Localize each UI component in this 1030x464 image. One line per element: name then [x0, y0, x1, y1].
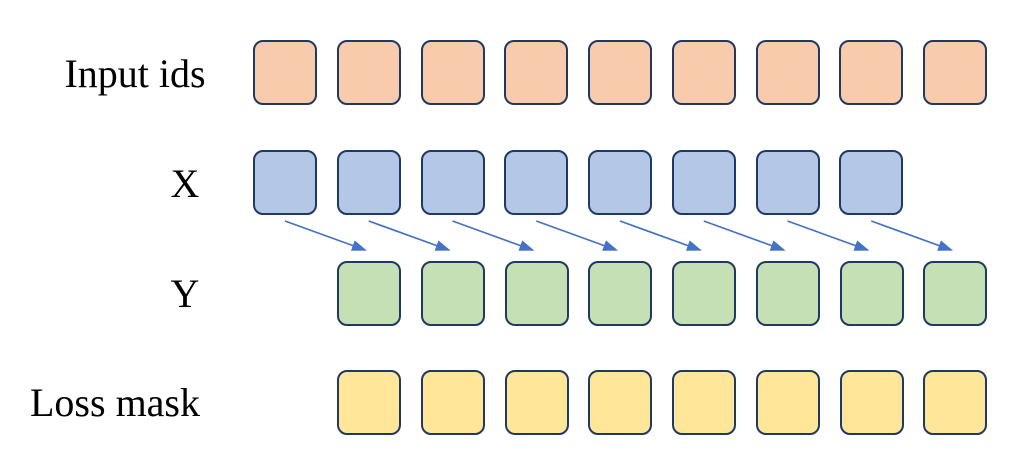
shift-arrow — [284, 220, 367, 251]
shift-arrow — [870, 220, 954, 251]
input-ids-token-box — [253, 40, 317, 105]
loss-mask-token-box — [420, 370, 485, 435]
shift-arrow — [787, 220, 870, 251]
x-token-box — [588, 150, 652, 215]
y-token-box — [672, 261, 736, 326]
input-ids-token-box — [336, 40, 401, 105]
loss-mask-token-box — [337, 370, 401, 435]
x-token-box — [839, 150, 904, 215]
loss-mask-token-box — [923, 370, 988, 435]
loss-mask-token-box — [755, 370, 820, 435]
shift-arrow — [619, 220, 702, 251]
shift-arrow — [452, 220, 535, 251]
x-token-box — [253, 150, 317, 215]
y-token-box — [504, 261, 569, 326]
x-token-box — [420, 150, 485, 215]
row-label-loss-mask: Loss mask — [30, 380, 200, 425]
input-ids-token-box — [671, 40, 736, 105]
input-ids-token-box — [420, 40, 485, 105]
input-ids-token-box — [504, 40, 569, 105]
shift-arrow — [703, 220, 786, 251]
x-token-box — [671, 150, 736, 215]
input-ids-token-box — [588, 40, 652, 105]
shift-arrow — [535, 220, 619, 251]
loss-mask-token-box — [839, 370, 904, 435]
input-ids-token-box — [923, 40, 987, 105]
y-token-box — [839, 261, 904, 326]
input-ids-token-box — [839, 40, 904, 105]
row-label-y: Y — [170, 271, 200, 316]
shift-arrow — [368, 220, 451, 251]
y-token-box — [923, 261, 988, 326]
y-token-box — [588, 261, 653, 326]
input-ids-token-box — [755, 40, 820, 105]
y-token-box — [337, 261, 401, 326]
loss-mask-token-box — [504, 370, 569, 435]
loss-mask-token-box — [672, 370, 736, 435]
x-token-box — [336, 150, 401, 215]
row-label-x: X — [170, 161, 200, 206]
x-token-box — [504, 150, 569, 215]
y-token-box — [420, 261, 485, 326]
row-label-input-ids: Input ids — [64, 51, 206, 96]
loss-mask-token-box — [588, 370, 653, 435]
x-token-box — [755, 150, 820, 215]
y-token-box — [755, 261, 820, 326]
